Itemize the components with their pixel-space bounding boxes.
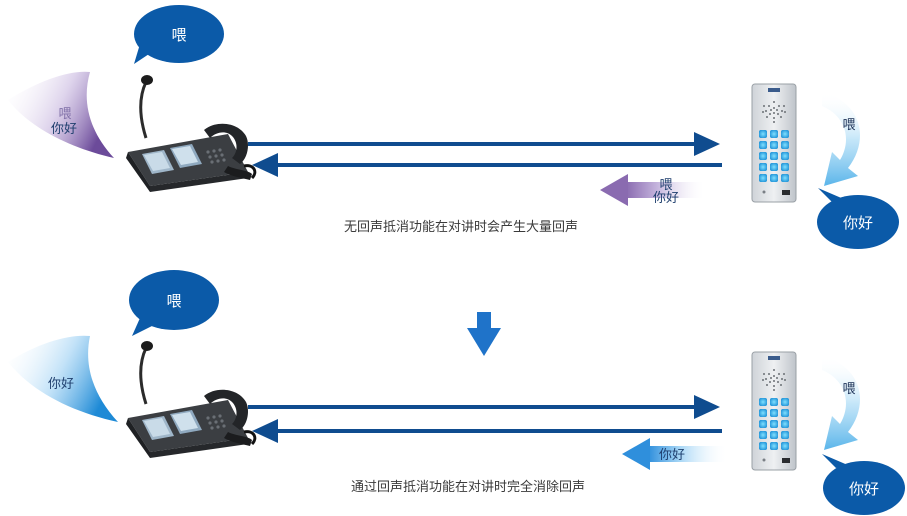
bottom-caption: 通过回声抵消功能在对讲时完全消除回声 [351,479,585,495]
bottom-right-incoming: 喂 [822,356,861,450]
bottom-left-echo-text: 你好 [48,377,74,392]
bottom-return-echo: 你好 [622,438,728,470]
top-right-incoming-text: 喂 [842,118,855,133]
top-speech-bubble: 喂 [134,5,224,64]
top-return-echo-lower: 你好 [653,191,679,206]
top-right-incoming: 喂 [822,92,861,186]
down-arrow-icon [467,312,501,356]
bottom-speech-bubble: 喂 [129,270,219,336]
bottom-reply-text: 你好 [849,480,879,498]
bottom-right-incoming-text: 喂 [842,382,855,397]
bottom-left-arrowhead [252,419,278,443]
bottom-right-arrowhead [694,395,720,419]
top-reply-bubble: 你好 [817,188,899,249]
top-return-echo-upper: 喂 [659,178,672,193]
top-left-echo-upper: 喂 [58,107,71,122]
bottom-speech-text: 喂 [166,292,181,310]
bottom-transmission-arrows [248,395,722,443]
top-right-arrowhead [694,132,720,156]
top-panel: 喂 喂 你好 喂 你好 喂 [8,5,899,249]
top-transmission-arrows [248,132,722,177]
bottom-left-echo: 你好 [8,335,118,422]
top-desk-phone-icon [124,73,257,194]
top-return-echo: 喂 你好 [600,174,706,206]
top-reply-text: 你好 [843,214,873,232]
bottom-door-intercom-icon [751,351,797,471]
top-left-echo: 喂 你好 [8,71,114,158]
top-left-arrowhead [252,153,278,177]
bottom-desk-phone-icon [124,339,257,460]
bottom-return-echo-text: 你好 [659,448,685,463]
bottom-panel: 喂 你好 你好 喂 你好 通过回声抵消功能在对讲时完全消除 [8,270,905,515]
top-door-intercom-icon [751,83,797,203]
bottom-reply-bubble: 你好 [822,454,905,515]
top-left-echo-lower: 你好 [51,122,77,137]
top-speech-text: 喂 [171,26,186,44]
top-caption: 无回声抵消功能在对讲时会产生大量回声 [344,220,578,235]
